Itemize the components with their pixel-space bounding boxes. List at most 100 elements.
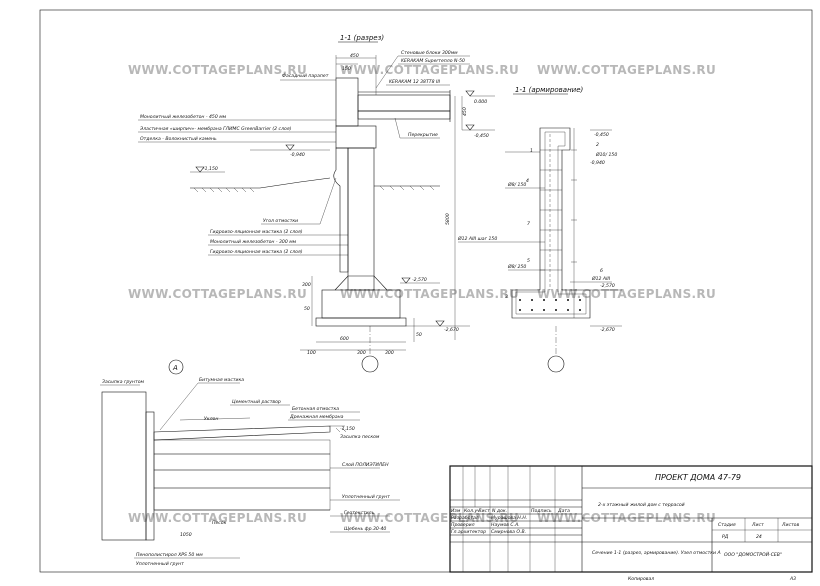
label-roll-waterproof-2: Гидроизо-ляционная мастика (2 слоя) (210, 249, 303, 255)
axis-marker (361, 355, 379, 373)
sheet-value: 24 (756, 534, 762, 540)
detail-a-marker-label: А (172, 364, 178, 372)
label-compact: Уплотненный грунт (136, 561, 184, 567)
floor-insulation (357, 94, 451, 112)
rebar-b: Ø12 AIII шаг 150 (457, 235, 497, 242)
drawing-title: Сечение 1-1 (разрез, армирование). Узел … (592, 550, 721, 556)
level-2570: -2,570 (412, 277, 427, 283)
pos-4: 4 (526, 178, 529, 184)
label-front-parapet: Фасадный парапет (282, 73, 329, 79)
sheet-header: Лист (751, 522, 764, 528)
rebar-e: Ø8/ 250 (507, 263, 526, 270)
format-label: A3 (789, 576, 796, 582)
floor-slab (357, 110, 451, 120)
dim-450-right: 450 (462, 107, 468, 116)
detail-a: А Засыпка грунтом Битумная мастика Цемен… (100, 359, 400, 567)
sheet-frame (39, 9, 813, 573)
project-title: ПРОЕКТ ДОМА 47-79 (655, 473, 741, 482)
dim-100: 100 (307, 350, 316, 356)
watermark: WWW.COTTAGEPLANS.RU (340, 63, 519, 77)
rebar-a: Ø8/ 150 (507, 181, 526, 188)
outer-insulation (333, 147, 349, 273)
label-wall-blocks: Стеновые блоки 300мм (401, 50, 458, 56)
rebar-c: Ø10/ 150 (595, 151, 617, 158)
pos-2: 2 (596, 142, 599, 148)
rebar-d: Ø12 AIII (591, 275, 611, 282)
basement-wall (347, 147, 375, 291)
copied-label: Копировал (628, 576, 654, 582)
dim-600: 600 (340, 336, 349, 342)
name-developer: Мурашова Н.Н. (491, 515, 527, 521)
label-sand: Песок (212, 520, 227, 526)
label-membrane: Слой ПОЛИЭТИЛЕН (342, 462, 389, 468)
dim-300-b: 300 (385, 350, 394, 356)
label-bitumen2: Битумная мастика (199, 377, 244, 383)
label-slab: Перекрытие (408, 132, 438, 138)
level2-2570: -2,570 (600, 283, 615, 289)
label-compact-soil: Уплотненный грунт (342, 494, 390, 500)
level-marks: 0.000 -0,450 -0,940 -1,150 -2,570 -2,670 (190, 90, 495, 333)
section-1-callouts: Стеновые блоки 300мм KERAKAM Superтепло … (138, 50, 470, 256)
name-checker: Наумов С.А. (491, 522, 520, 528)
dim-300-left: 300 (302, 282, 311, 288)
role-chief: Гл.архитектор (451, 529, 486, 535)
dim-300-a: 300 (357, 350, 366, 356)
tb-col-izm: Изм (451, 508, 461, 514)
label-eps-plate: Пенополистирол XPS 50 мм (136, 552, 203, 558)
sheets-header: Листов (781, 522, 799, 528)
layer-gravel-1 (153, 439, 331, 455)
object-name: 2-х этажный жилой дом с террасой (598, 502, 685, 508)
title-block: ПРОЕКТ ДОМА 47-79 2-х этажный жилой дом … (449, 465, 813, 582)
label-drain-layer: Дренажная мембрана (289, 414, 344, 420)
section-2-title: 1-1 (армирование) (515, 86, 584, 94)
pos-7: 7 (527, 221, 530, 227)
section-1-1-cut: 1-1 (разрез) 450 150 5800 (138, 34, 495, 373)
level2-2670: -2,670 (600, 327, 615, 333)
level-0000: 0.000 (474, 99, 487, 105)
watermark: WWW.COTTAGEPLANS.RU (128, 63, 307, 77)
monolith-beam (335, 125, 377, 149)
watermark: WWW.COTTAGEPLANS.RU (128, 511, 307, 525)
stage-value: РД (722, 534, 729, 540)
label-kerakam-38: KERAKAM 12 38ТТ8 III (389, 79, 441, 85)
dim-450: 450 (350, 53, 359, 59)
label-elastic-membrane: Эластичная «ширпич»- мембрана ГЛИМС Gree… (139, 126, 292, 132)
level-0940: -0,940 (290, 152, 305, 158)
label-finish-stone: Отделка - Волокнистый камень (140, 136, 217, 142)
label-roll-waterproof-1: Гидроизо-ляционная мастика (2 слоя) (210, 229, 303, 235)
label-gravel: Щебень фр.30-40 (344, 526, 386, 532)
label-lv-1050: 1050 (180, 532, 192, 538)
label-corner-grouting: Угол отмостки (263, 218, 298, 224)
label-sand-fill: Засыпка песком (340, 434, 380, 440)
tb-col-ndoc: N док. (492, 508, 507, 514)
watermark: WWW.COTTAGEPLANS.RU (537, 63, 716, 77)
layer-gravel-2 (153, 469, 331, 489)
axis-marker-2 (547, 355, 565, 373)
level2-0450: -0,450 (594, 132, 609, 138)
upper-wall-blocks (335, 77, 359, 127)
section-1-1-reinforcement: 1-1 (армирование) 1 4 7 (457, 86, 622, 373)
label-monolith-wall: Монолитный железобетон - 300 мм (210, 239, 297, 245)
tb-col-date: Дата (557, 508, 570, 514)
stage-header: Стадия (718, 522, 736, 528)
watermark: WWW.COTTAGEPLANS.RU (340, 287, 519, 301)
label-soil: Засыпка грунтом (102, 379, 145, 385)
watermarks: WWW.COTTAGEPLANS.RU WWW.COTTAGEPLANS.RU … (128, 63, 716, 525)
role-developer: Разработал (451, 515, 479, 521)
label-cement: Цементный раствор (232, 399, 281, 405)
pavement (153, 425, 331, 441)
pos-5: 5 (527, 258, 530, 264)
level-1150: -1,150 (203, 166, 218, 172)
label-slope: Уклон (204, 416, 218, 422)
detail-a-marker (168, 359, 184, 375)
level2-0940: -0,940 (590, 160, 605, 166)
name-chief: Смирнова О.В. (491, 529, 526, 535)
label-lv-1150: -1,150 (340, 426, 355, 432)
level-2670: -2,670 (444, 327, 459, 333)
watermark: WWW.COTTAGEPLANS.RU (128, 287, 307, 301)
dim-50-left: 50 (304, 306, 310, 312)
watermark: WWW.COTTAGEPLANS.RU (537, 287, 716, 301)
level-0450: -0,450 (474, 133, 489, 139)
